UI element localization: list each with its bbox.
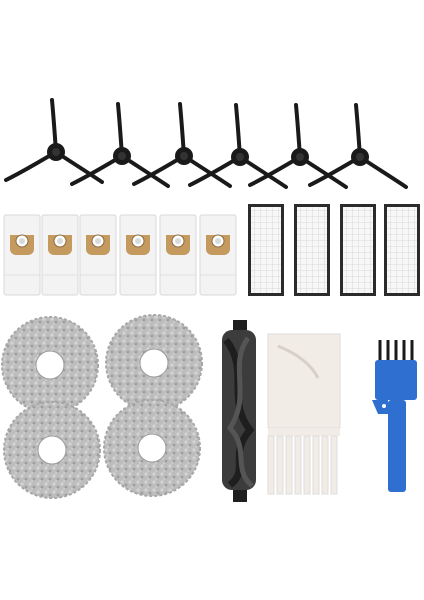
- filter-icon: [294, 204, 330, 296]
- dust-bag-icon: [119, 214, 157, 296]
- filter-icon: [340, 204, 376, 296]
- dust-bag-icon: [3, 214, 41, 296]
- cleaning-brush-icon: [372, 340, 417, 492]
- side-brush-icon: [4, 98, 104, 184]
- hepa-filters: [248, 204, 420, 296]
- dust-bag-icon: [41, 214, 79, 296]
- dust-bag-icon: [79, 214, 117, 296]
- cleaning-tool-icon: [267, 333, 341, 495]
- dust-bag-icon: [199, 214, 237, 296]
- dust-bag-icon: [159, 214, 197, 296]
- mop-pad-icon: [103, 399, 201, 497]
- filter-icon: [384, 204, 420, 296]
- mop-pad-icon: [1, 316, 99, 414]
- dust-bags: [3, 214, 237, 296]
- side-brushes: [4, 98, 408, 189]
- mop-pad-icon: [3, 401, 101, 499]
- filter-icon: [248, 204, 284, 296]
- mop-pad-icon: [105, 314, 203, 412]
- mop-pads: [1, 314, 203, 499]
- roller-brush-icon: [222, 320, 256, 502]
